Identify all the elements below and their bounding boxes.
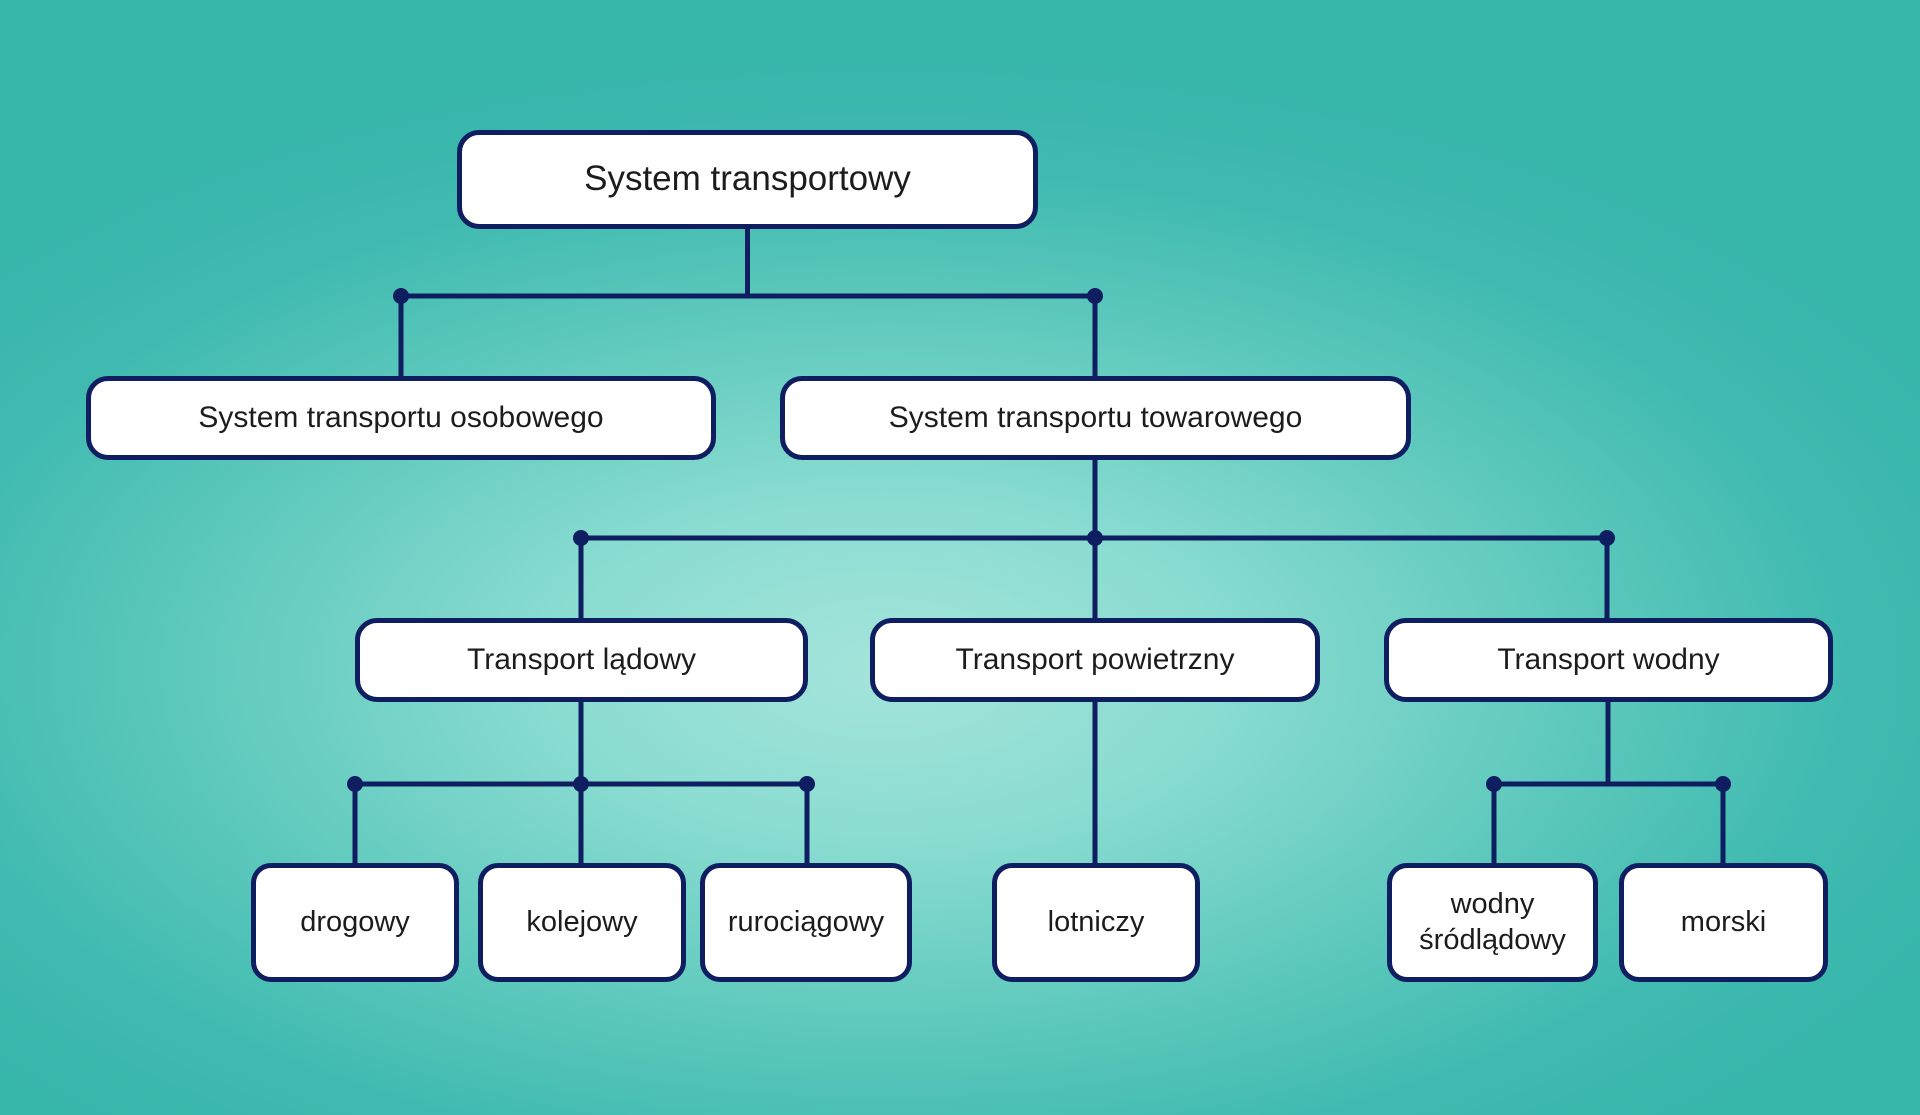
node-system-transportu-osobowego: System transportu osobowego — [86, 376, 716, 460]
node-drogowy: drogowy — [251, 863, 459, 982]
node-label: Transport wodny — [1497, 642, 1720, 676]
node-label: lotniczy — [1047, 905, 1145, 938]
connector-junction-dots — [347, 288, 1731, 792]
node-transport-powietrzny: Transport powietrzny — [870, 618, 1320, 702]
node-label: System transportowy — [584, 159, 911, 199]
node-label: Transport lądowy — [467, 642, 696, 676]
node-system-transportowy: System transportowy — [457, 130, 1038, 229]
connector-water-to-leaves — [1491, 702, 1726, 863]
connector-root-to-level2 — [398, 229, 1098, 376]
node-kolejowy: kolejowy — [478, 863, 686, 982]
node-transport-wodny: Transport wodny — [1384, 618, 1833, 702]
node-label: morski — [1680, 905, 1767, 938]
node-label: Transport powietrzny — [955, 642, 1235, 676]
node-label: rurociągowy — [727, 905, 885, 938]
node-lotniczy: lotniczy — [992, 863, 1200, 982]
node-transport-ladowy: Transport lądowy — [355, 618, 808, 702]
node-morski: morski — [1619, 863, 1828, 982]
node-system-transportu-towarowego: System transportu towarowego — [780, 376, 1411, 460]
node-label: wodny śródlądowy — [1419, 888, 1566, 956]
node-label: kolejowy — [526, 905, 638, 938]
node-wodny-srodladowy: wodny śródlądowy — [1387, 863, 1598, 982]
node-label: System transportu towarowego — [888, 400, 1303, 434]
node-label: drogowy — [300, 905, 410, 938]
node-rurociagowy: rurociągowy — [700, 863, 912, 982]
node-label: System transportu osobowego — [198, 400, 604, 434]
